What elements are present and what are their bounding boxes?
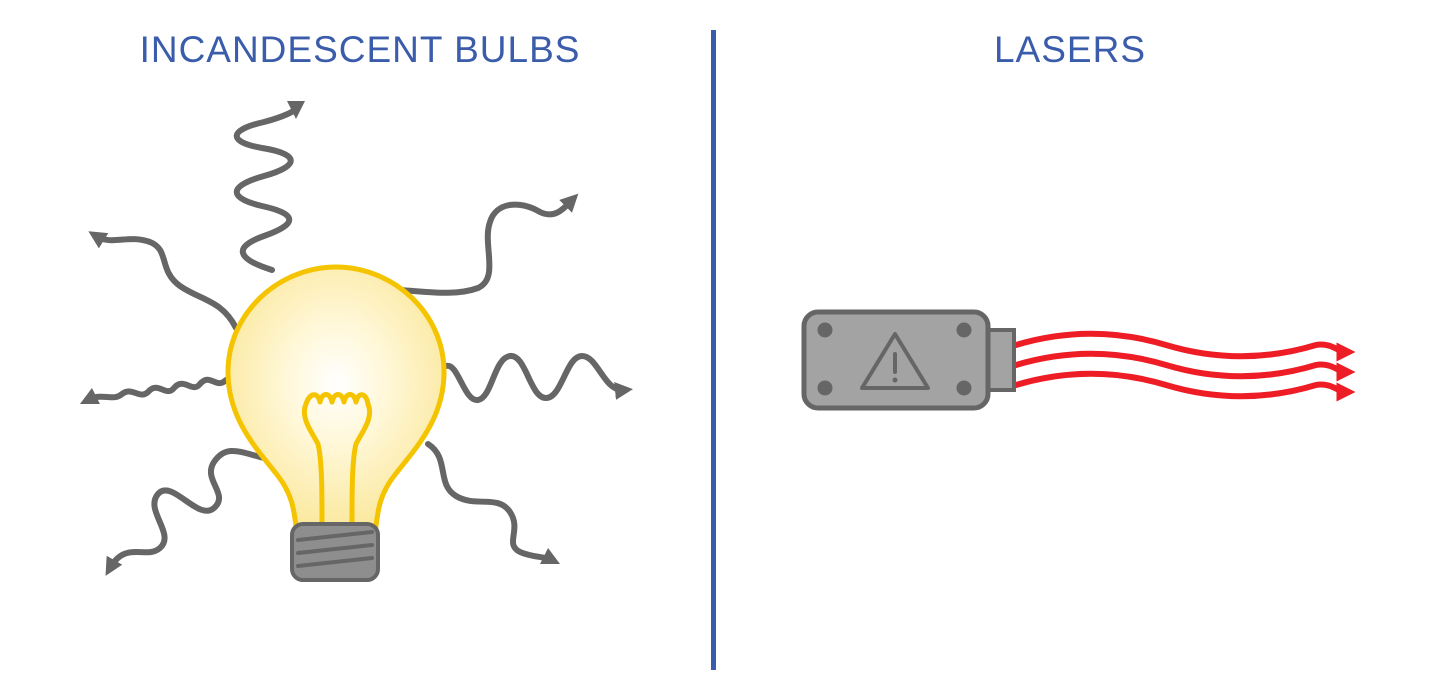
laser-beam-icon [1013,330,1356,402]
light-bulb-icon [79,100,633,582]
wave-upper-left [88,231,239,331]
laser-screws [817,322,972,396]
wave-left-tight [79,376,229,405]
laser-beam-2 [1013,350,1356,382]
wave-lower-left [105,448,267,576]
bulb-base [290,522,380,582]
wave-lower-right [425,441,561,565]
wave-top-tight [233,100,305,273]
bulb-filament [302,392,372,527]
warning-triangle-icon [860,332,930,390]
laser-device-icon [801,309,1356,411]
panel-divider [711,30,716,670]
wave-upper-right [397,193,579,296]
emitted-waves [79,100,633,576]
laser-beam-3 [1013,370,1356,402]
wave-right [443,353,633,403]
incandescent-bulbs-heading: INCANDESCENT BULBS [139,29,581,70]
laser-beam-1 [1013,330,1356,362]
lasers-heading: LASERS [993,29,1146,70]
